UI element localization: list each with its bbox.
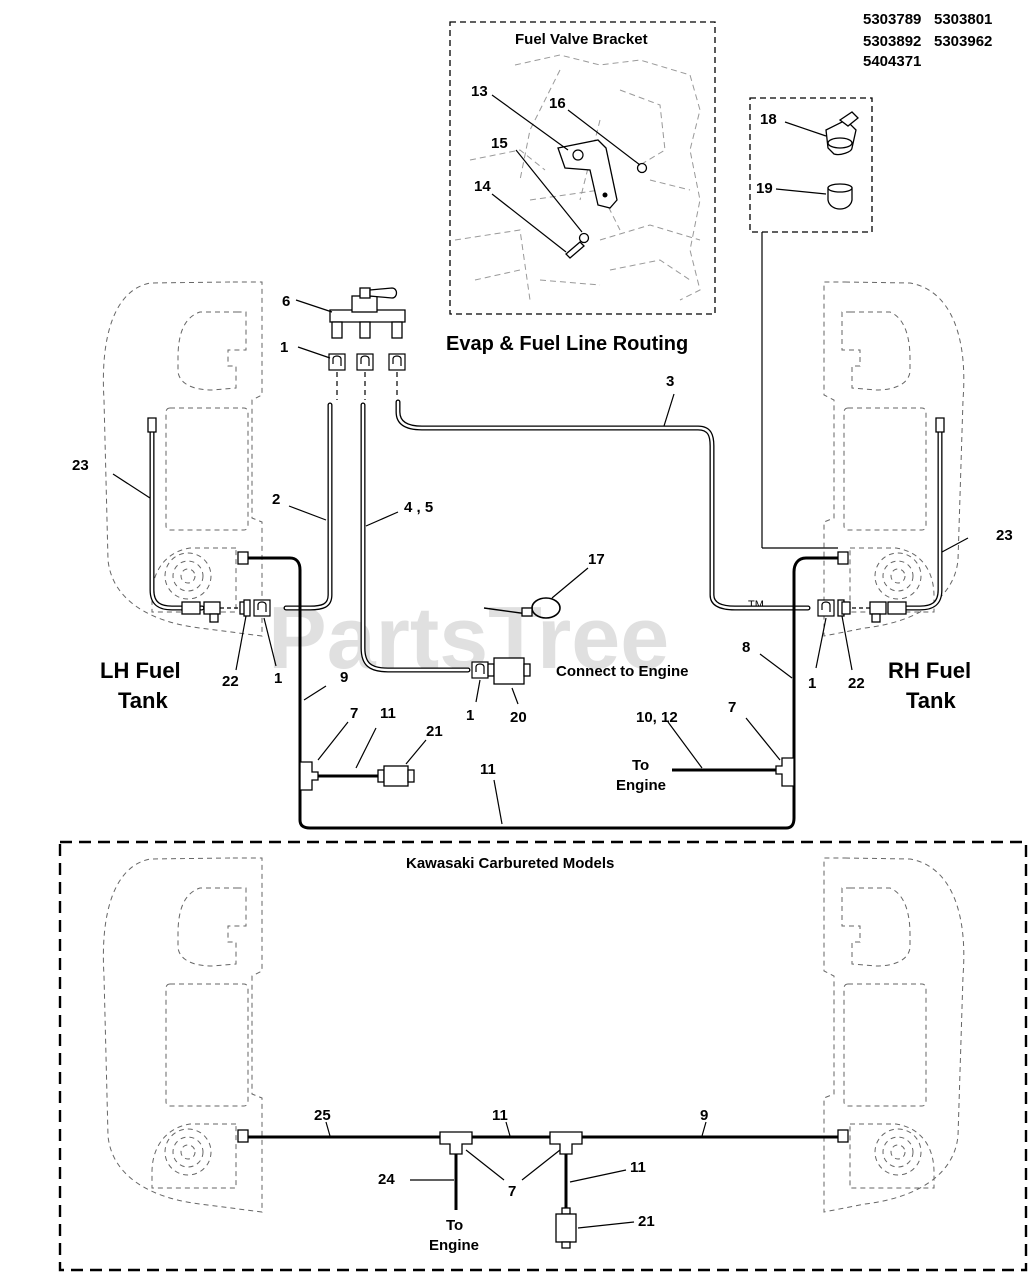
hose-clamp-1 xyxy=(356,353,374,371)
fuel-valve-bracket-inset: Fuel Valve Bracket 13 16 15 14 xyxy=(449,21,716,315)
nut-16 xyxy=(636,162,648,174)
inset-frame xyxy=(449,21,716,315)
rh-tank-label: Tank xyxy=(906,688,956,713)
lh-fuel-tank-outline xyxy=(102,281,263,637)
tee-fitting-7 xyxy=(299,761,319,791)
hose-clamp-1 xyxy=(388,353,406,371)
callout-7: 7 xyxy=(508,1183,516,1200)
evap-routing-title: Evap & Fuel Line Routing xyxy=(446,333,688,355)
callout-1: 1 xyxy=(274,670,282,687)
rh-outlet-fitting xyxy=(837,551,849,565)
hose-23-right xyxy=(887,417,943,611)
callout-9: 9 xyxy=(340,669,348,686)
lh-tank-label: LH Fuel xyxy=(100,658,181,683)
callout-13: 13 xyxy=(471,83,488,100)
callout-20: 20 xyxy=(510,709,527,726)
hose-clamp-1 xyxy=(471,661,489,679)
kawasaki-title: Kawasaki Carbureted Models xyxy=(406,855,614,872)
bolt-14 xyxy=(565,241,585,259)
model-number: 5303962 xyxy=(934,33,992,50)
callout-22: 22 xyxy=(848,675,865,692)
to-engine-label: To xyxy=(632,757,649,774)
fuel-shutoff-valve-6 xyxy=(329,287,406,339)
callout-1: 1 xyxy=(466,707,474,724)
callout-1: 1 xyxy=(280,339,288,356)
rh-fuel-tank-outline xyxy=(823,281,965,637)
vent-hoses xyxy=(149,399,943,673)
callout-11: 11 xyxy=(380,705,396,722)
model-number: 5303892 xyxy=(863,33,921,50)
tee-fitting-7 xyxy=(549,1131,583,1155)
tee-fitting-7 xyxy=(439,1131,473,1155)
fuel-filter-21 xyxy=(555,1207,577,1249)
model-number: 5303789 xyxy=(863,11,921,28)
callout-21: 21 xyxy=(638,1213,655,1230)
kawasaki-frame xyxy=(58,840,1028,1272)
callout-8: 8 xyxy=(742,639,750,656)
to-engine-label: To xyxy=(446,1217,463,1234)
callout-11: 11 xyxy=(492,1107,508,1124)
callout-4-5: 4 , 5 xyxy=(404,499,433,516)
cable-tie-17 xyxy=(483,597,561,619)
fuel-lines xyxy=(248,556,838,830)
model-number: 5303801 xyxy=(934,11,992,28)
lh-fuel-tank-outline xyxy=(102,857,263,1213)
callout-19: 19 xyxy=(756,180,773,197)
rh-fuel-tank-outline xyxy=(823,857,965,1213)
hose-2 xyxy=(283,402,333,611)
kawasaki-carbureted-section: Kawasaki Carbureted Models 25 11 9 24 7 … xyxy=(58,840,1028,1272)
rh-tank-label: RH Fuel xyxy=(888,658,971,683)
callout-6: 6 xyxy=(282,293,290,310)
fuel-filter-21 xyxy=(377,765,415,787)
callout-7: 7 xyxy=(350,705,358,722)
callout-14: 14 xyxy=(474,178,491,195)
callout-21: 21 xyxy=(426,723,443,740)
model-numbers: 5303789 5303801 5303892 5303962 5404371 xyxy=(863,11,992,70)
callout-16: 16 xyxy=(549,95,566,112)
callout-10-12: 10, 12 xyxy=(636,709,678,726)
hose-3 xyxy=(395,399,811,611)
callout-23: 23 xyxy=(72,457,89,474)
vent-valve-18 xyxy=(825,119,857,156)
callout-17: 17 xyxy=(588,551,605,568)
callout-2: 2 xyxy=(272,491,280,508)
connect-to-engine-label: Connect to Engine xyxy=(556,663,689,680)
to-engine-label: Engine xyxy=(429,1237,479,1254)
callout-22: 22 xyxy=(222,673,239,690)
callout-7: 7 xyxy=(728,699,736,716)
callout-23: 23 xyxy=(996,527,1013,544)
model-number: 5404371 xyxy=(863,53,921,70)
evap-canister-20 xyxy=(487,657,531,685)
fuel-valve-bracket-title: Fuel Valve Bracket xyxy=(515,31,648,48)
fuel-line-9-8-11 xyxy=(248,556,838,830)
lh-tank-label: Tank xyxy=(118,688,168,713)
rh-tank-vent-fittings xyxy=(817,599,907,623)
callout-25: 25 xyxy=(314,1107,331,1124)
bracket-hole xyxy=(572,149,584,161)
grommet-19 xyxy=(827,187,853,210)
vent-inset: 18 19 xyxy=(749,97,873,549)
callout-1: 1 xyxy=(808,675,816,692)
callout-15: 15 xyxy=(491,135,508,152)
callout-11: 11 xyxy=(480,761,496,778)
to-engine-label: Engine xyxy=(616,777,666,794)
hose-clamp-1 xyxy=(328,353,346,371)
callout-11: 11 xyxy=(630,1159,646,1176)
fuel-valve-bracket xyxy=(557,139,618,209)
callout-9: 9 xyxy=(700,1107,708,1124)
bracket-hole xyxy=(602,192,608,198)
vent-inset-frame xyxy=(749,97,873,233)
callout-3: 3 xyxy=(666,373,674,390)
lh-outlet-fitting xyxy=(237,551,249,565)
callout-24: 24 xyxy=(378,1171,395,1188)
hose-23-left xyxy=(149,417,205,611)
tee-fitting-7 xyxy=(775,757,795,787)
lh-tank-vent-fittings xyxy=(181,599,271,623)
washer-15 xyxy=(578,232,590,244)
callout-18: 18 xyxy=(760,111,777,128)
